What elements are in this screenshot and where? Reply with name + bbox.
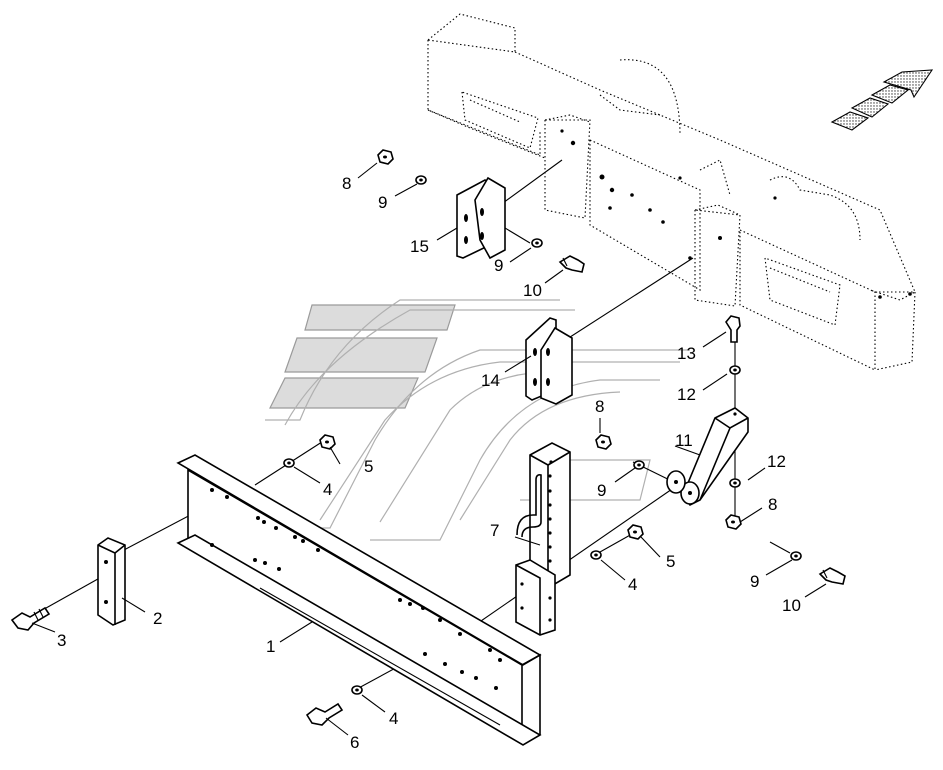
callout-9-mid: 9 [597, 481, 606, 500]
vehicle-rear-frame [426, 13, 916, 371]
brand-watermark-logo [265, 299, 690, 541]
part-6-bolt [305, 702, 344, 726]
part-9-washer-top-right [531, 238, 543, 248]
part-11-swing-arm [666, 407, 749, 507]
callout-5-upper: 5 [364, 457, 373, 476]
part-8-nut-mid [595, 434, 612, 450]
part-12-washer-upper [729, 365, 741, 375]
part-9-washer-mid [633, 460, 645, 470]
callout-6: 6 [350, 733, 359, 752]
callout-5-mid: 5 [666, 552, 675, 571]
part-9-washer-right [790, 551, 802, 561]
callout-15: 15 [410, 237, 429, 256]
callout-1: 1 [266, 637, 275, 656]
callout-4-mid: 4 [628, 575, 637, 594]
part-5-nut-upper [319, 434, 336, 450]
callout-4-upper: 4 [323, 480, 332, 499]
part-7-mounting-post [515, 442, 571, 636]
part-1-bumper-beam [176, 454, 542, 746]
part-14-bracket [525, 317, 573, 405]
callout-14: 14 [481, 371, 500, 390]
forward-direction-arrow-icon [830, 69, 934, 131]
callout-10-right: 10 [782, 596, 801, 615]
part-10-bolt-top [558, 255, 585, 273]
callout-9-top-right: 9 [494, 256, 503, 275]
callout-9-right: 9 [750, 572, 759, 591]
callout-11: 11 [675, 431, 693, 450]
callout-8-mid: 8 [595, 397, 604, 416]
callout-13: 13 [677, 344, 696, 363]
callout-labels: 1 2 3 4 4 4 5 5 6 7 8 8 8 9 9 9 9 10 10 … [57, 174, 801, 752]
part-4-washer-upper [283, 458, 295, 468]
part-9-washer-top [415, 175, 427, 185]
callout-9-top: 9 [378, 193, 387, 212]
part-13-bolt [725, 315, 741, 343]
callout-pointer-lines [31, 162, 827, 736]
callout-8-top: 8 [342, 174, 351, 193]
callout-12-lower: 12 [767, 452, 786, 471]
part-15-bracket [456, 176, 506, 260]
part-12-washer-lower [729, 478, 741, 488]
part-4-washer-lower [351, 685, 363, 695]
part-2-rubber-buffer [97, 537, 126, 626]
callout-2: 2 [153, 609, 162, 628]
part-8-nut-right [725, 514, 742, 530]
part-4-washer-mid [590, 550, 602, 560]
callout-4-lower: 4 [389, 709, 398, 728]
part-10-bolt-right [818, 567, 846, 585]
callout-7: 7 [490, 521, 499, 540]
part-5-nut-mid [627, 524, 644, 540]
callout-8-right: 8 [768, 495, 777, 514]
callout-10-top: 10 [523, 281, 542, 300]
part-3-bolt [10, 606, 51, 631]
part-8-nut-top [377, 149, 394, 165]
callout-3: 3 [57, 631, 66, 650]
callout-12-upper: 12 [677, 385, 696, 404]
